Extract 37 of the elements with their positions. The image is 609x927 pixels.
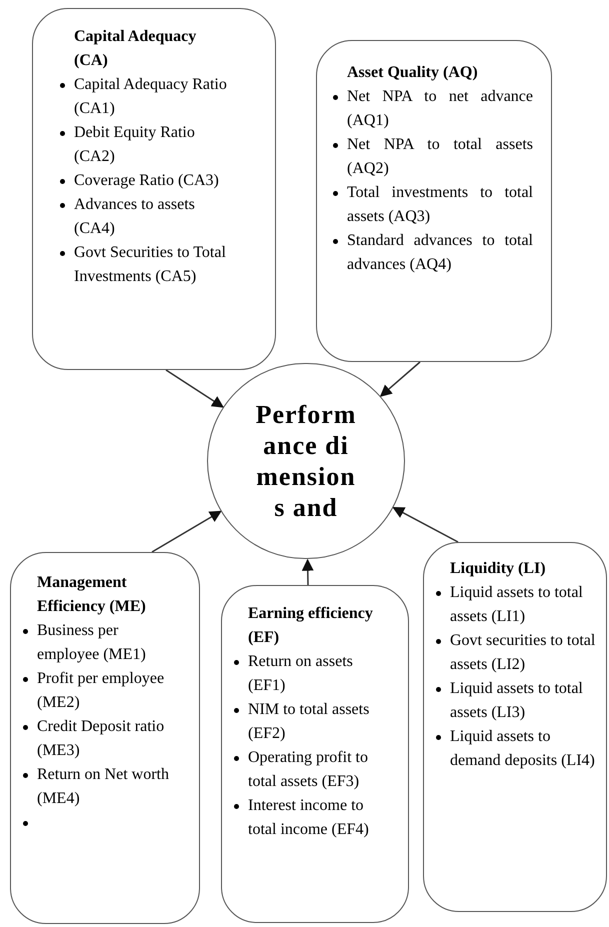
bullet-item: Liquid assets to total assets (LI1) — [450, 583, 584, 627]
bullet-item: Govt Securities to Total Investments (CA5) — [74, 243, 227, 287]
rounded-box — [316, 40, 552, 362]
bullet-item: Net NPA to total assets (AQ2) — [347, 135, 533, 179]
arrow — [166, 369, 224, 408]
bullet-item: Operating profit to total assets (EF3) — [248, 748, 369, 792]
box-heading: Earning efficiency (EF) — [248, 604, 374, 648]
circle-title: Performance dimensions and — [254, 399, 358, 523]
bullet-item: Capital Adequacy Ratio (CA1) — [74, 75, 228, 119]
rounded-box — [10, 552, 200, 924]
bullet-item: Advances to assets (CA4) — [74, 195, 196, 239]
bullet-item: NIM to total assets (EF2) — [248, 700, 370, 744]
bullet-item: Liquid assets to demand deposits (LI4) — [450, 727, 596, 771]
bullet-item: Return on Net worth (ME4) — [37, 765, 170, 809]
bullet-item: Govt securities to total assets (LI2) — [450, 631, 596, 675]
bullet-item: Debit Equity Ratio (CA2) — [74, 123, 196, 167]
box-heading: Asset Quality (AQ) — [347, 63, 479, 83]
arrow — [392, 506, 458, 543]
bullet-item: Business per employee (ME1) — [37, 621, 147, 665]
box-heading: Management Efficiency (ME) — [37, 573, 147, 617]
bullet-item: Return on assets (EF1) — [248, 652, 354, 696]
rounded-box — [32, 8, 276, 370]
box-heading: Capital Adequacy (CA) — [74, 27, 198, 71]
rounded-box — [221, 585, 409, 923]
arrow — [380, 361, 420, 397]
bullet-item: Coverage Ratio (CA3) — [74, 171, 219, 191]
bullet-item: Credit Deposit ratio (ME3) — [37, 717, 166, 761]
bullet-item: Profit per employee (ME2) — [37, 669, 166, 713]
bullet-item: Standard advances to total advances (AQ4) — [347, 231, 533, 275]
box-heading: Liquidity (LI) — [450, 559, 547, 579]
bullet-item: Interest income to total income (EF4) — [248, 796, 370, 840]
bullet-item: Liquid assets to total assets (LI3) — [450, 679, 584, 723]
rounded-box — [423, 542, 607, 912]
bullet-item: Net NPA to net advance (AQ1) — [347, 87, 533, 131]
bullet-item: Total investments to total assets (AQ3) — [347, 183, 533, 227]
arrow — [152, 510, 222, 553]
arrow — [302, 558, 314, 586]
